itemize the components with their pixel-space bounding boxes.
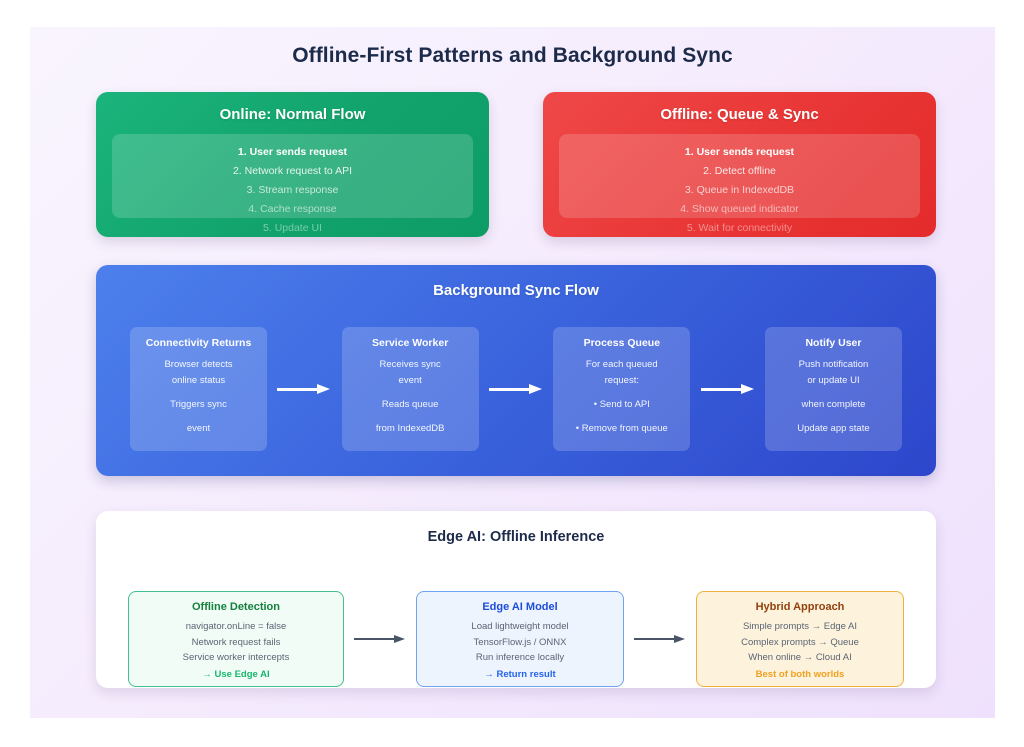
edge-step-line: TensorFlow.js / ONNX: [473, 636, 567, 648]
sync-step-line: when complete: [801, 399, 866, 410]
sync-step-line: Browser detects: [164, 359, 233, 370]
status-card-online-steps: 1. User sends request 2. Network request…: [112, 134, 473, 234]
sync-arrow-icon: [277, 384, 331, 394]
edge-step-line: Simple prompts → Edge AI: [742, 621, 858, 632]
background-sync-section: Background Sync Flow Connectivity Return…: [96, 265, 936, 476]
arrow-shaft: [277, 388, 320, 391]
status-step: 3. Stream response: [246, 184, 339, 196]
edge-ai-flow: Offline Detection navigator.onLine = fal…: [128, 591, 904, 687]
arrow-shaft: [634, 638, 676, 640]
status-step: 3. Queue in IndexedDB: [684, 184, 795, 196]
status-card-offline: Offline: Queue & Sync 1. User sends requ…: [543, 92, 936, 237]
background-sync-flow: Connectivity Returns Browser detects onl…: [130, 327, 902, 451]
arrow-head: [317, 384, 331, 394]
page-panel: Offline-First Patterns and Background Sy…: [30, 27, 995, 718]
arrow-head: [528, 384, 542, 394]
status-card-offline-steps: 1. User sends request 2. Detect offline …: [559, 134, 920, 234]
status-card-online: Online: Normal Flow 1. User sends reques…: [96, 92, 489, 237]
page-title: Offline-First Patterns and Background Sy…: [292, 44, 733, 67]
status-step: 2. Network request to API: [232, 165, 353, 177]
edge-ai-title: Edge AI: Offline Inference: [427, 529, 605, 545]
status-step: 5. Wait for connectivity: [686, 222, 793, 234]
edge-step-offline-detection: Offline Detection navigator.onLine = fal…: [128, 591, 344, 687]
edge-step-line: Network request fails: [191, 636, 281, 648]
arrow-head: [740, 384, 754, 394]
sync-step-line: event: [398, 375, 422, 386]
edge-step-accent-line: Best of both worlds: [755, 668, 845, 680]
arrow-shaft: [354, 638, 396, 640]
sync-step-line: or update UI: [807, 375, 860, 386]
sync-step-line: Update app state: [797, 423, 870, 434]
arrow-head: [394, 634, 405, 643]
edge-step-line: Load lightweight model: [471, 621, 569, 632]
arrow-head: [674, 634, 685, 643]
edge-step-line: Service worker intercepts: [182, 652, 290, 663]
background-sync-title: Background Sync Flow: [433, 282, 599, 299]
sync-step-title: Connectivity Returns: [145, 337, 252, 349]
sync-step-connectivity-returns: Connectivity Returns Browser detects onl…: [130, 327, 267, 451]
arrow-shaft: [700, 388, 743, 391]
status-step: 1. User sends request: [684, 146, 795, 158]
edge-step-line: When online → Cloud AI: [748, 652, 852, 663]
sync-step-line: For each queued: [585, 359, 658, 370]
edge-ai-section: Edge AI: Offline Inference Offline Detec…: [96, 511, 936, 688]
status-step: 4. Cache response: [248, 203, 337, 215]
sync-step-line: • Send to API: [593, 399, 650, 410]
sync-step-service-worker: Service Worker Receives sync event Reads…: [341, 327, 479, 451]
edge-step-title: Offline Detection: [191, 601, 280, 613]
sync-step-line: online status: [171, 375, 226, 386]
status-card-row: Online: Normal Flow 1. User sends reques…: [96, 92, 936, 237]
arrow-shaft: [488, 388, 531, 391]
edge-step-accent-line: → Return result: [484, 668, 556, 680]
sync-step-title: Process Queue: [583, 337, 661, 349]
edge-step-title: Hybrid Approach: [755, 601, 845, 613]
edge-step-hybrid-approach: Hybrid Approach Simple prompts → Edge AI…: [696, 591, 904, 687]
edge-step-title: Edge AI Model: [482, 601, 558, 613]
sync-arrow-icon: [700, 384, 755, 394]
status-step: 5. Update UI: [263, 222, 322, 234]
status-card-online-title: Online: Normal Flow: [219, 106, 366, 123]
sync-step-line: Triggers sync: [170, 399, 227, 410]
sync-step-line: from IndexedDB: [375, 423, 445, 434]
sync-step-line: • Remove from queue: [575, 423, 668, 434]
sync-step-notify-user: Notify User Push notification or update …: [764, 327, 902, 451]
status-card-offline-title: Offline: Queue & Sync: [660, 106, 819, 123]
sync-step-line: Push notification: [798, 359, 869, 370]
edge-step-line: Complex prompts → Queue: [741, 636, 859, 648]
edge-arrow-icon: [352, 634, 408, 644]
sync-arrow-icon: [488, 384, 543, 394]
status-step: 4. Show queued indicator: [680, 203, 799, 215]
sync-step-process-queue: Process Queue For each queued request: •…: [553, 327, 691, 451]
sync-step-line: Receives sync: [379, 359, 441, 370]
edge-step-line: Run inference locally: [475, 652, 565, 663]
edge-step-edge-ai-model: Edge AI Model Load lightweight model Ten…: [416, 591, 624, 687]
edge-step-accent-line: → Use Edge AI: [202, 668, 270, 680]
status-step: 1. User sends request: [237, 146, 348, 158]
sync-step-line: event: [186, 423, 211, 434]
edge-arrow-icon: [632, 634, 688, 644]
sync-step-title: Notify User: [805, 337, 862, 349]
status-step: 2. Detect offline: [703, 165, 776, 177]
sync-step-line: request:: [604, 375, 639, 386]
edge-step-line: navigator.onLine = false: [185, 621, 287, 632]
sync-step-line: Reads queue: [381, 399, 439, 410]
sync-step-title: Service Worker: [372, 337, 449, 349]
